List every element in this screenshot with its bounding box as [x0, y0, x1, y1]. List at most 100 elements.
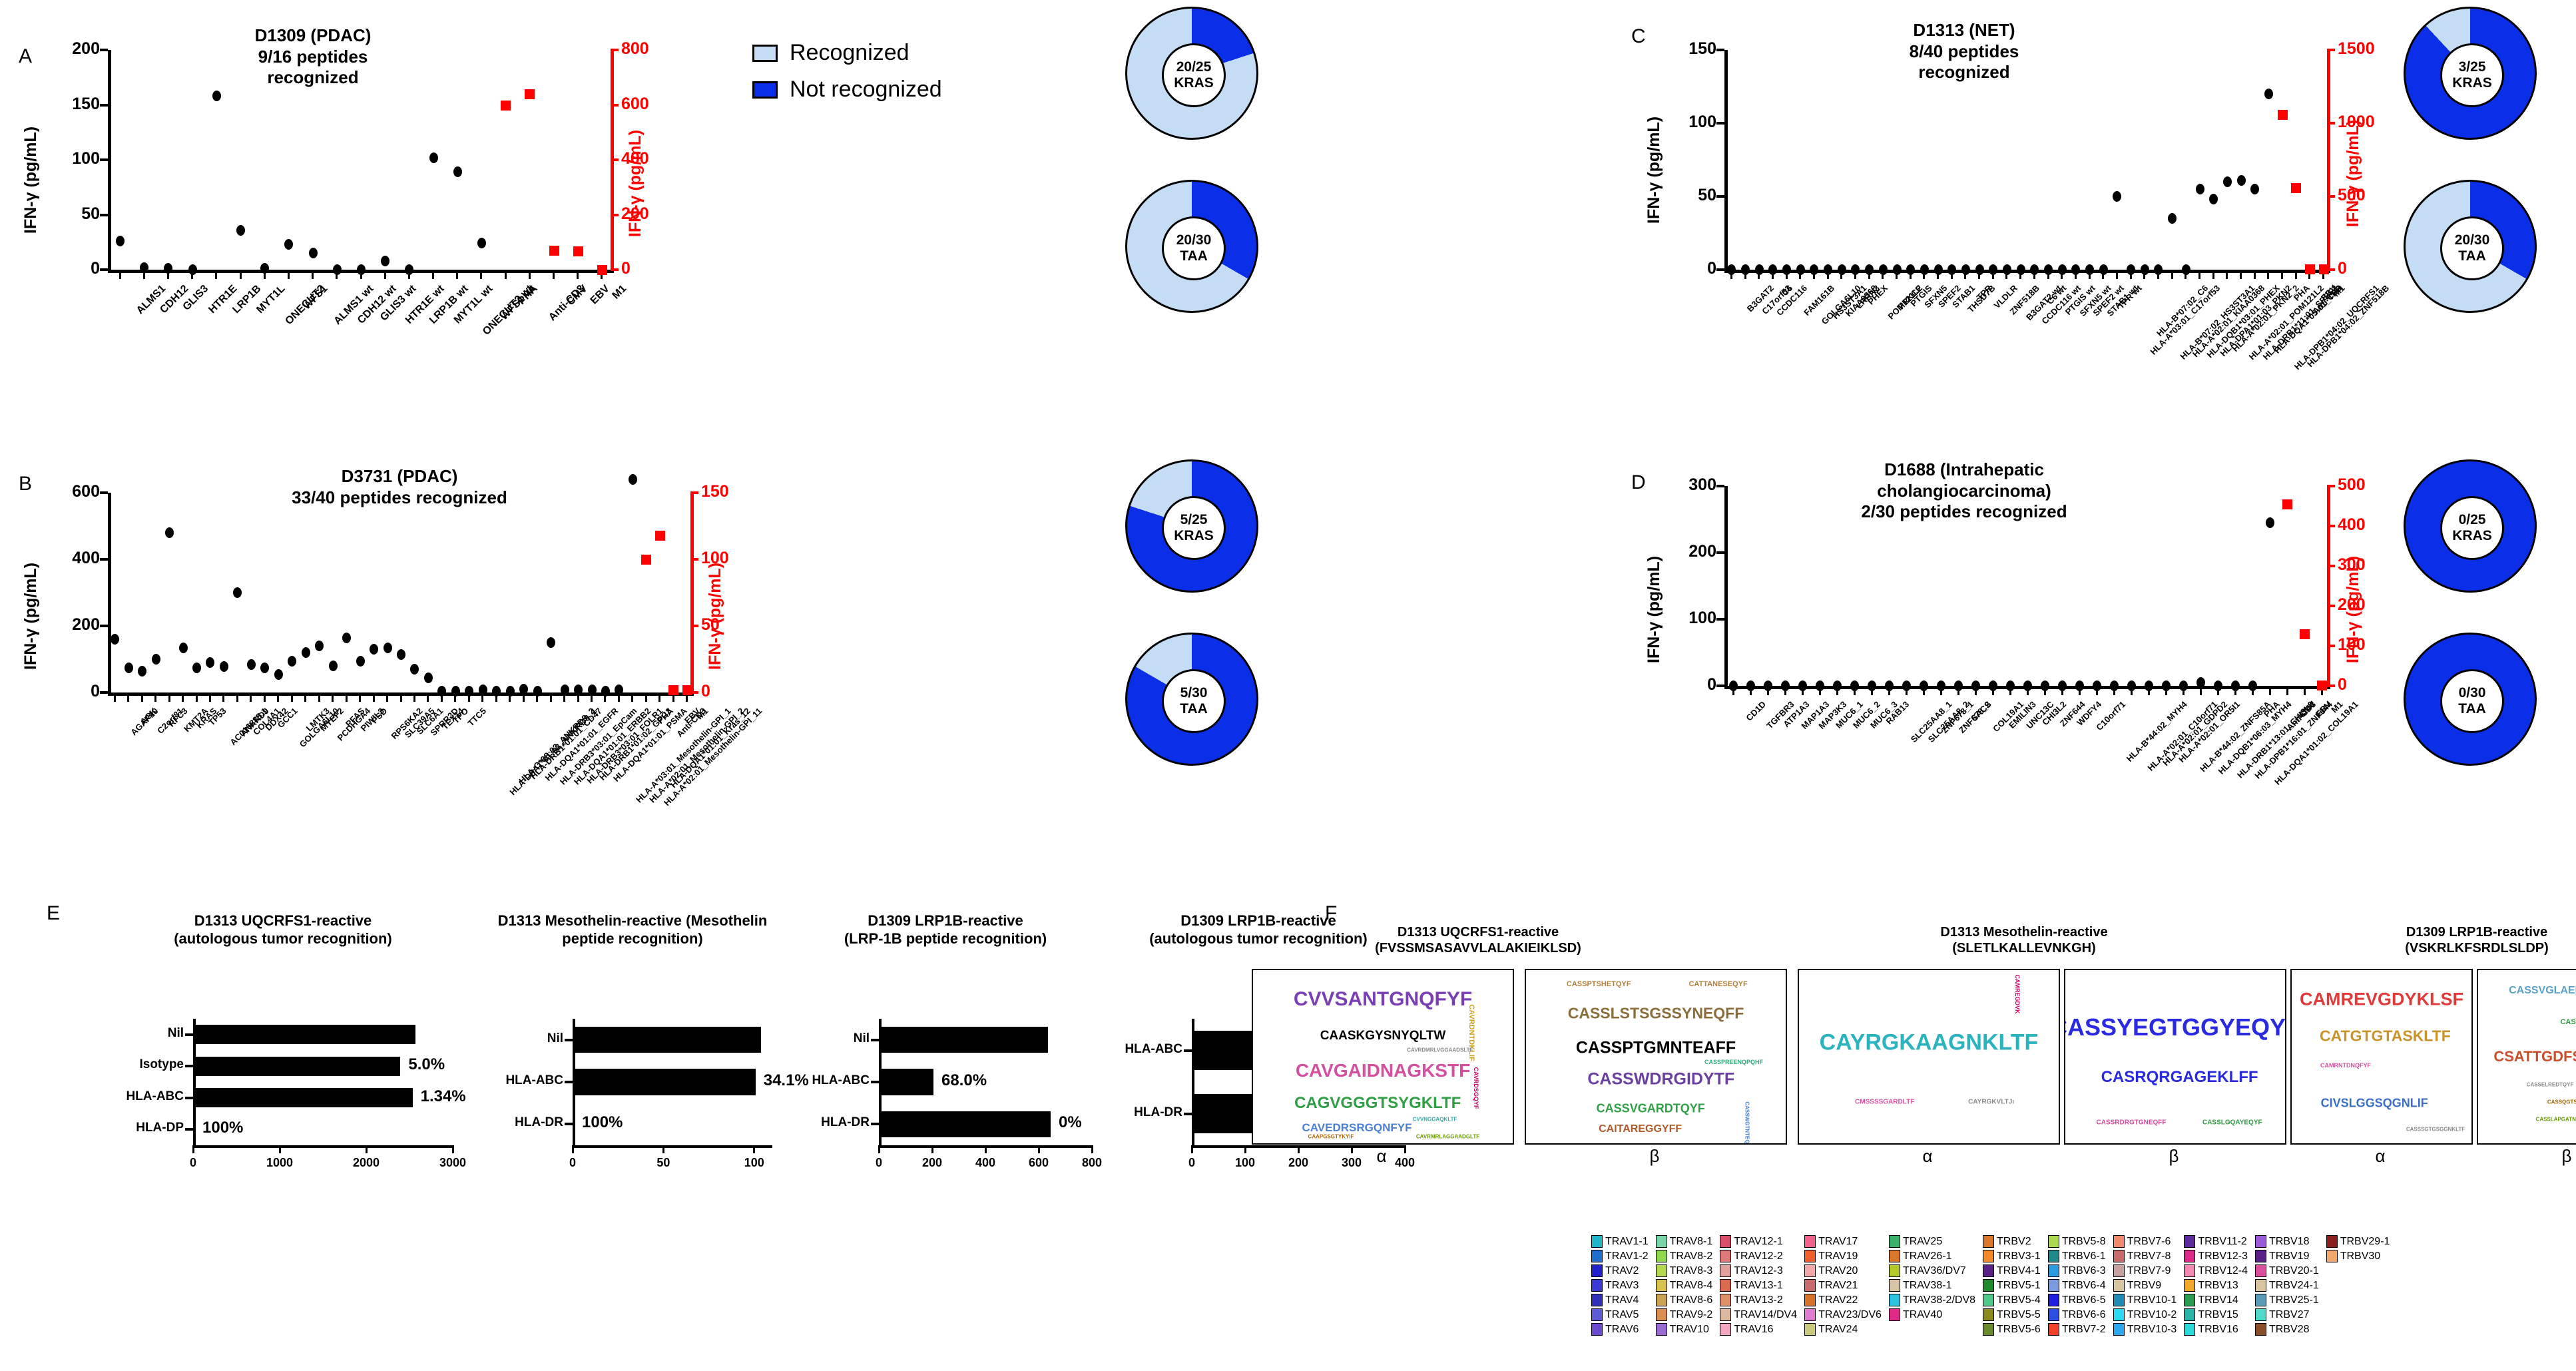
cdr3-sequence: CASSPREENQPQHF — [1704, 1058, 1764, 1065]
data-point — [357, 264, 366, 275]
data-point — [1961, 264, 1970, 275]
panel-c-x-axis — [1724, 270, 2330, 273]
data-point — [453, 166, 462, 178]
x-tick-mark — [577, 692, 579, 702]
data-point — [547, 637, 556, 648]
legend-item: TRAV13-1 — [1720, 1279, 1797, 1292]
data-point — [206, 657, 215, 668]
legend-item-label: TRBV7-2 — [2061, 1323, 2106, 1335]
x-tick-mark — [2171, 270, 2173, 279]
y-tick-label-right: 500 — [2338, 186, 2366, 204]
wordcloud-title-line-1: D1313 UQCRFS1-reactive — [1397, 925, 1559, 940]
data-point — [437, 685, 447, 696]
y-tick-label: 150 — [1688, 39, 1716, 58]
panel-c-title-line3: recognized — [1918, 62, 2010, 83]
x-tick-mark — [432, 270, 435, 279]
bar-chart-title: D1309 LRP1B-reactive(autologous tumor re… — [1085, 912, 1431, 948]
legend-item-label: TRBV6-1 — [2061, 1250, 2106, 1262]
legend-item-label: TRAV9-2 — [1669, 1308, 1713, 1320]
legend-item-label: TRAV8-6 — [1669, 1294, 1713, 1306]
legend-item: TRBV5-6 — [1983, 1323, 2041, 1336]
legend-item: TRAV8-4 — [1655, 1279, 1713, 1292]
y-tick-mark — [100, 691, 108, 694]
trbv-swatch-icon — [1983, 1250, 1995, 1262]
bar-category-label: HLA-DP — [136, 1121, 184, 1135]
data-point — [315, 641, 324, 651]
legend-item: TRBV4-1 — [1983, 1264, 2041, 1277]
legend-item: TRBV5-4 — [1983, 1294, 2041, 1306]
bar-y-axis — [1192, 1019, 1194, 1145]
legend-item: TRAV38-1 — [1888, 1279, 1975, 1292]
x-tick-mark — [2115, 270, 2118, 279]
data-point — [505, 685, 515, 696]
legend-item-label: TRAV6 — [1605, 1323, 1639, 1335]
trbv-swatch-icon — [1983, 1264, 1995, 1277]
bar-category-label: HLA-ABC — [126, 1089, 184, 1103]
trbv-swatch-icon — [2113, 1250, 2125, 1262]
x-tick-label: 0 — [569, 1156, 576, 1169]
bar-y-tick — [1184, 1112, 1192, 1115]
trbv-swatch-icon — [2047, 1323, 2059, 1336]
data-point — [2127, 264, 2136, 275]
data-point-control — [2277, 109, 2288, 120]
data-point — [2236, 174, 2246, 186]
x-tick-mark — [591, 692, 593, 702]
legend-item: TRBV10-1 — [2113, 1294, 2177, 1306]
bar-y-tick — [565, 1038, 573, 1041]
bar-y-tick — [185, 1128, 193, 1131]
legend-item-label: TRAV10 — [1669, 1323, 1709, 1335]
legend-item-label: TRAV8-4 — [1669, 1279, 1713, 1291]
panel-d-letter: D — [1631, 471, 1646, 493]
x-tick-mark — [290, 692, 293, 702]
donut-value: 0/30 — [2458, 685, 2486, 701]
data-point-control — [654, 531, 665, 541]
x-tick-mark — [467, 692, 470, 702]
legend-item-label: TRBV18 — [2269, 1235, 2310, 1247]
x-tick-mark — [2303, 686, 2306, 695]
legend-item-label: TRBV5-4 — [1997, 1294, 2041, 1306]
y-tick-mark — [1716, 49, 1724, 51]
donut-value: 3/25 — [2458, 59, 2486, 75]
legend-item-label: TRAV20 — [1818, 1264, 1858, 1276]
bar-category-label: Isotype — [139, 1057, 184, 1072]
legend-item: TRBV19 — [2255, 1250, 2319, 1262]
cdr3-sequence: CASSWDRGIDYTF — [1587, 1069, 1735, 1089]
data-point — [165, 527, 174, 538]
data-point — [1851, 264, 1860, 275]
y-tick-mark — [1716, 685, 1724, 687]
trbv-swatch-icon — [1983, 1279, 1995, 1292]
trav-swatch-icon — [1655, 1279, 1667, 1292]
cdr3-sequence: CASRQRGAGEKLFF — [2101, 1068, 2258, 1087]
y-tick-mark — [1716, 551, 1724, 554]
legend-item: TRAV12-1 — [1720, 1235, 1797, 1248]
x-tick-mark — [577, 270, 579, 279]
trbv-swatch-icon — [2047, 1294, 2059, 1306]
legend-item-label: TRAV8-3 — [1669, 1264, 1713, 1276]
x-tick-mark — [1404, 1145, 1406, 1153]
data-point — [1971, 681, 1980, 691]
legend-item: TRAV12-3 — [1720, 1264, 1797, 1277]
data-point — [2181, 264, 2190, 275]
data-point — [1837, 264, 1846, 275]
data-point — [492, 685, 501, 696]
y-tick-label-right: 100 — [701, 549, 729, 567]
cdr3-sequence: CASSWGTNTEQYF — [1744, 1101, 1750, 1145]
x-tick-mark — [140, 692, 143, 702]
cdr3-sequence: CASSLSTSGSSYNEQFF — [1567, 1004, 1744, 1022]
y-tick-mark — [100, 558, 108, 561]
x-tick-label: 50 — [656, 1156, 670, 1169]
trbv-swatch-icon — [2326, 1250, 2338, 1262]
legend-item-label: TRBV24-1 — [2269, 1279, 2319, 1291]
trav-swatch-icon — [1655, 1250, 1667, 1262]
data-point — [2264, 89, 2273, 99]
legend-item: TRBV10-3 — [2113, 1323, 2177, 1336]
x-tick-mark — [504, 270, 507, 279]
